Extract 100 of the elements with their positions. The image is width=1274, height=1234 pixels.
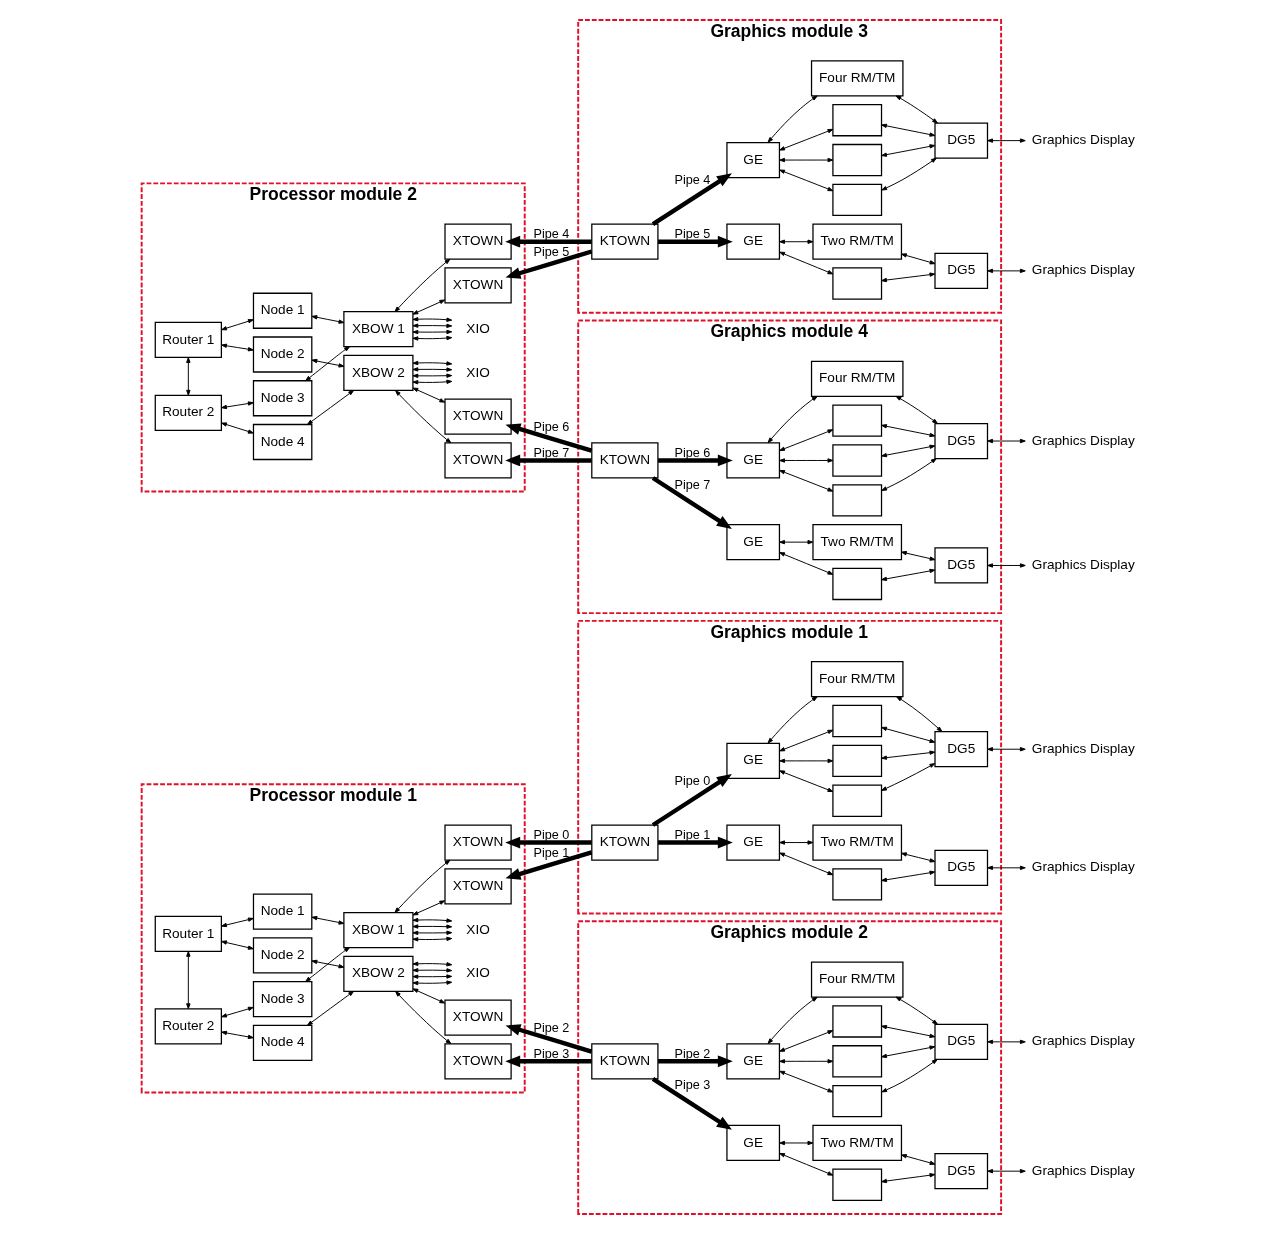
arrow xyxy=(412,373,452,378)
node-box xyxy=(831,143,882,177)
node-box: GE xyxy=(725,141,780,179)
node-box xyxy=(831,404,882,437)
arrow xyxy=(895,996,938,1025)
arrow xyxy=(412,924,452,929)
arrow xyxy=(504,850,592,880)
edge-label: Pipe 0 xyxy=(533,828,569,843)
arrow xyxy=(306,990,354,1026)
node-box: XTOWN xyxy=(443,999,512,1036)
arrow xyxy=(880,1173,935,1184)
node-box: XBOW 1 xyxy=(342,911,414,949)
node-box xyxy=(831,1005,882,1038)
node-box: DG5 xyxy=(933,252,988,289)
arrow xyxy=(778,539,813,545)
edge-label: Pipe 4 xyxy=(533,227,569,242)
arrow xyxy=(220,940,254,950)
arrow xyxy=(778,1152,833,1176)
node-text: Graphics Display xyxy=(1031,740,1135,756)
arrow xyxy=(412,988,445,1004)
node-box: XTOWN xyxy=(443,398,512,435)
node-box: Node 1 xyxy=(252,893,312,930)
arrow xyxy=(185,950,190,1010)
node-box: KTOWN xyxy=(590,223,659,260)
arrow xyxy=(504,423,592,453)
arrow xyxy=(220,917,254,928)
node-box: Router 1 xyxy=(154,915,222,953)
arrow xyxy=(986,1039,1026,1045)
edge-label: Pipe 5 xyxy=(674,227,710,242)
arrow xyxy=(880,1045,935,1059)
node-text: XIO xyxy=(465,320,490,336)
arrow xyxy=(986,438,1026,444)
arrow xyxy=(412,917,452,923)
node-text: Graphics Display xyxy=(1031,1033,1135,1049)
arrow xyxy=(394,390,451,444)
edge-label: Pipe 5 xyxy=(533,244,569,259)
node-box: KTOWN xyxy=(590,824,659,861)
arrow xyxy=(778,458,833,463)
node-box: DG5 xyxy=(933,1023,988,1060)
arrow xyxy=(306,390,354,425)
node-box xyxy=(831,484,882,517)
arrow xyxy=(778,429,833,451)
arrow xyxy=(880,726,935,743)
arrow xyxy=(986,1169,1026,1174)
arrow xyxy=(986,747,1026,752)
node-box: Four RM/TM xyxy=(810,360,904,397)
node-text: XIO xyxy=(465,364,490,380)
node-box: XBOW 1 xyxy=(342,311,414,348)
node-box: XBOW 2 xyxy=(342,955,414,992)
arrow xyxy=(778,758,833,764)
arrow xyxy=(778,251,833,275)
node-text: Graphics Display xyxy=(1031,262,1135,278)
node-text: Graphics Display xyxy=(1031,557,1135,573)
node-text: XIO xyxy=(465,921,490,937)
arrow xyxy=(778,729,833,752)
arrow xyxy=(900,550,935,561)
arrow xyxy=(880,763,935,791)
node-box: XTOWN xyxy=(443,442,512,479)
node-box: XBOW 2 xyxy=(342,354,414,392)
arrow xyxy=(900,253,935,265)
arrow xyxy=(220,343,254,352)
arrow xyxy=(185,357,190,396)
node-box: GE xyxy=(725,1043,780,1080)
node-text: Graphics Display xyxy=(1031,859,1135,875)
node-box xyxy=(831,183,882,217)
arrow xyxy=(304,947,350,983)
arrow xyxy=(880,1058,938,1093)
arrow xyxy=(311,959,344,969)
arrow xyxy=(880,123,935,137)
arrow xyxy=(778,840,813,845)
arrow xyxy=(880,157,937,191)
arrow xyxy=(778,852,833,876)
node-box: GE xyxy=(725,524,780,561)
arrow xyxy=(880,750,935,760)
arrow xyxy=(778,169,833,192)
node-box xyxy=(831,868,882,901)
arrow xyxy=(393,859,450,913)
arrow xyxy=(778,157,833,163)
arrow xyxy=(220,319,254,331)
arrow xyxy=(412,930,452,936)
node-text: Graphics Display xyxy=(1031,132,1135,148)
node-box: XTOWN xyxy=(443,1043,512,1080)
arrow xyxy=(412,323,452,328)
arrow xyxy=(651,774,732,827)
node-box: Four RM/TM xyxy=(810,661,904,698)
arrow xyxy=(778,1070,833,1093)
node-box: DG5 xyxy=(933,1153,988,1190)
node-text: Graphics Display xyxy=(1031,1162,1135,1178)
arrow xyxy=(986,865,1026,870)
node-box: Router 1 xyxy=(154,321,222,359)
arrow xyxy=(778,552,833,575)
edge-label: Pipe 2 xyxy=(674,1046,710,1061)
node-box xyxy=(831,104,882,137)
arrow xyxy=(504,1055,592,1068)
edge-label: Pipe 1 xyxy=(533,845,569,860)
arrow xyxy=(778,1140,813,1146)
node-box: Router 2 xyxy=(154,394,222,431)
node-box: DG5 xyxy=(933,849,988,886)
edge-label: Pipe 4 xyxy=(674,172,710,187)
arrow xyxy=(900,1154,935,1165)
